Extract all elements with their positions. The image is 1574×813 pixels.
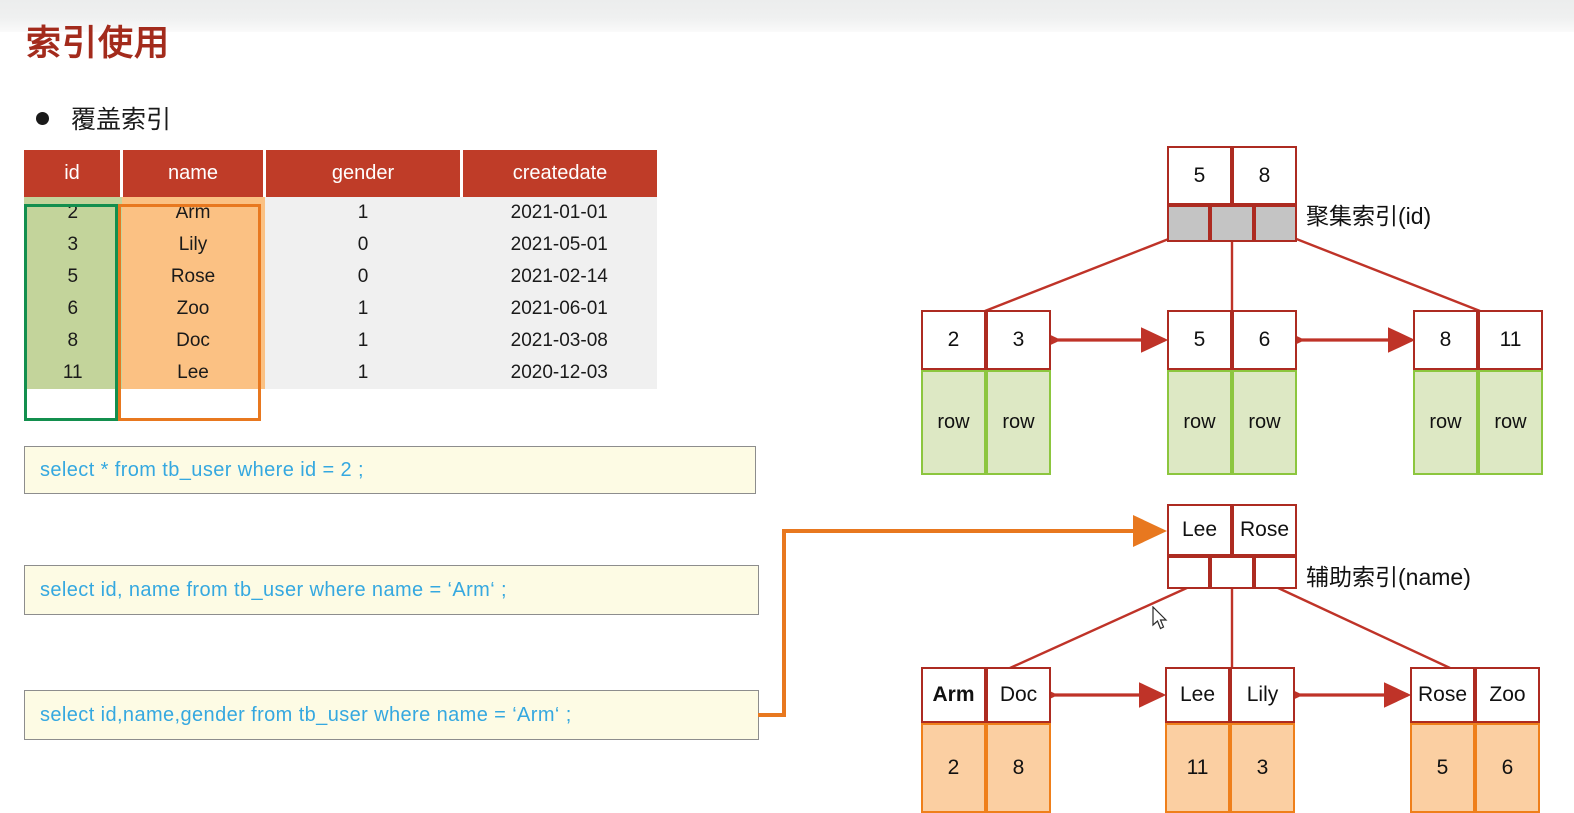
cell-gender: 1: [264, 357, 462, 389]
secondary-leaf-1-key-1: Lily: [1230, 667, 1295, 723]
cell-createdate: 2021-05-01: [461, 229, 657, 261]
secondary-leaf-2-key-0: Rose: [1410, 667, 1475, 723]
secondary-leaf-1-id-1: 3: [1230, 723, 1295, 813]
cell-createdate: 2021-03-08: [461, 325, 657, 357]
clustered-root-pointer-0: [1167, 205, 1211, 242]
bullet-dot-icon: [36, 111, 49, 125]
secondary-leaf-0-key-0: Arm: [921, 667, 986, 723]
clustered-root-key-1: 8: [1232, 146, 1297, 205]
cell-gender: 0: [264, 261, 462, 293]
cell-id: 2: [24, 197, 122, 229]
clustered-leaf-1-key-1: 6: [1232, 310, 1297, 370]
clustered-leaf-1: 5 6 row row: [1167, 310, 1297, 475]
secondary-root-node: Lee Rose: [1167, 504, 1297, 589]
cell-name: Lee: [121, 357, 265, 389]
clustered-leaf-1-key-0: 5: [1167, 310, 1232, 370]
secondary-leaf-0-id-0: 2: [921, 723, 986, 813]
clustered-leaf-1-row-1: row: [1232, 370, 1297, 475]
cell-createdate: 2021-02-14: [461, 261, 657, 293]
column-header-createdate: createdate: [461, 150, 657, 197]
secondary-leaf-2: Rose Zoo 5 6: [1410, 667, 1540, 813]
secondary-root-pointer-1: [1210, 556, 1254, 589]
cell-id: 5: [24, 261, 122, 293]
clustered-leaf-2-row-1: row: [1478, 370, 1543, 475]
cell-name: Zoo: [121, 293, 265, 325]
cell-name: Rose: [121, 261, 265, 293]
cell-id: 3: [24, 229, 122, 261]
table-header-row: id name gender createdate: [24, 150, 657, 197]
bullet-label: 覆盖索引: [71, 106, 172, 134]
cell-name: Arm: [121, 197, 265, 229]
secondary-leaf-2-key-1: Zoo: [1475, 667, 1540, 723]
clustered-root-node: 5 8: [1167, 146, 1297, 242]
cell-gender: 1: [264, 293, 462, 325]
page-title: 索引使用: [26, 24, 171, 63]
clustered-leaf-0-row-0: row: [921, 370, 986, 475]
clustered-leaf-2: 8 11 row row: [1413, 310, 1543, 475]
sql-statement-2[interactable]: select id, name from tb_user where name …: [24, 565, 759, 615]
secondary-leaf-2-id-0: 5: [1410, 723, 1475, 813]
cell-createdate: 2021-06-01: [461, 293, 657, 325]
column-header-id: id: [24, 150, 123, 197]
clustered-root-pointer-1: [1210, 205, 1254, 242]
clustered-index-label: 聚集索引(id): [1306, 203, 1432, 229]
secondary-index-label: 辅助索引(name): [1306, 564, 1471, 590]
secondary-root-key-0: Lee: [1167, 504, 1232, 556]
cell-name: Doc: [121, 325, 265, 357]
clustered-root-key-0: 5: [1167, 146, 1232, 205]
clustered-leaf-2-key-0: 8: [1413, 310, 1478, 370]
mouse-cursor-icon: [1152, 606, 1168, 630]
clustered-leaf-0: 2 3 row row: [921, 310, 1051, 475]
cell-gender: 1: [264, 197, 462, 229]
cell-createdate: 2021-01-01: [461, 197, 657, 229]
cell-gender: 1: [264, 325, 462, 357]
secondary-root-pointer-0: [1167, 556, 1211, 589]
cell-gender: 0: [264, 229, 462, 261]
column-header-name: name: [121, 150, 266, 197]
cell-id: 11: [24, 357, 122, 389]
clustered-leaf-0-row-1: row: [986, 370, 1051, 475]
sql-statement-1[interactable]: select * from tb_user where id = 2 ;: [24, 446, 756, 494]
secondary-root-pointer-2: [1253, 556, 1297, 589]
secondary-leaf-0-id-1: 8: [986, 723, 1051, 813]
secondary-leaf-2-id-1: 6: [1475, 723, 1540, 813]
clustered-leaf-2-key-1: 11: [1478, 310, 1543, 370]
bullet-row: 覆盖索引: [36, 100, 171, 136]
secondary-leaf-1: Lee Lily 11 3: [1165, 667, 1295, 813]
clustered-leaf-1-row-0: row: [1167, 370, 1232, 475]
column-header-gender: gender: [264, 150, 463, 197]
secondary-leaf-0: Arm Doc 2 8: [921, 667, 1051, 813]
clustered-leaf-0-key-0: 2: [921, 310, 986, 370]
secondary-leaf-0-key-1: Doc: [986, 667, 1051, 723]
clustered-leaf-2-row-0: row: [1413, 370, 1478, 475]
cell-createdate: 2020-12-03: [461, 357, 657, 389]
cell-name: Lily: [121, 229, 265, 261]
cell-id: 6: [24, 293, 122, 325]
secondary-root-key-1: Rose: [1232, 504, 1297, 556]
top-gradient-band: [0, 0, 1574, 32]
secondary-leaf-1-key-0: Lee: [1165, 667, 1230, 723]
secondary-leaf-1-id-0: 11: [1165, 723, 1230, 813]
cell-id: 8: [24, 325, 122, 357]
clustered-root-pointer-2: [1253, 205, 1297, 242]
clustered-leaf-0-key-1: 3: [986, 310, 1051, 370]
sql-statement-3[interactable]: select id,name,gender from tb_user where…: [24, 690, 759, 740]
